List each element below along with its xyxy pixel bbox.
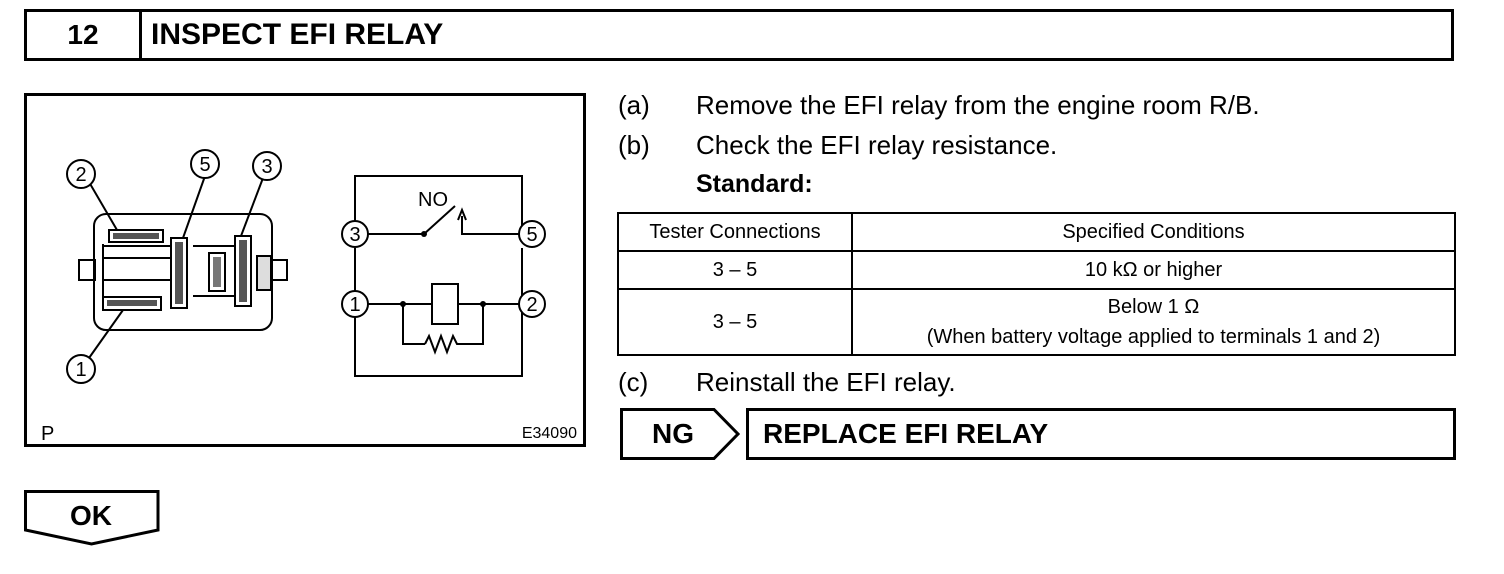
terminal-3-label: 3 xyxy=(261,156,272,178)
terminal-1-callout xyxy=(66,354,96,384)
corner-label: P xyxy=(41,423,54,444)
instruction-text: Reinstall the EFI relay. xyxy=(696,367,956,397)
table-row: 3 – 5 Below 1 Ω (When battery voltage ap… xyxy=(617,288,1456,356)
table-row: 3 – 5 10 kΩ or higher xyxy=(617,250,1456,290)
switch-label: NO xyxy=(418,189,448,211)
step-number: 12 xyxy=(27,12,142,58)
terminal-1-label: 1 xyxy=(75,359,86,381)
table-cell-condition-group: Below 1 Ω (When battery voltage applied … xyxy=(851,288,1456,356)
schematic-frame xyxy=(354,175,523,234)
relay-coil xyxy=(431,283,459,325)
switch-contact xyxy=(423,205,456,235)
step-header: 12 INSPECT EFI RELAY xyxy=(24,9,1454,61)
relay-diagram: 2 5 3 1 3 5 1 2 NO P E34090 xyxy=(41,149,577,444)
table-cell-connection: 3 – 5 xyxy=(617,250,853,290)
ok-tag-shape xyxy=(24,490,160,546)
table-header-row: Tester Connections Specified Conditions xyxy=(617,212,1456,252)
terminal-5-label: 5 xyxy=(199,154,210,176)
ng-label: NG xyxy=(652,418,694,449)
ng-action: REPLACE EFI RELAY xyxy=(746,408,1456,460)
table-cell-note: (When battery voltage applied to termina… xyxy=(926,326,1381,348)
terminal-2-label: 2 xyxy=(75,164,86,186)
schematic-terminal-2-label: 2 xyxy=(526,294,537,316)
table-header: Tester Connections xyxy=(617,212,853,252)
spec-table: Tester Connections Specified Conditions … xyxy=(617,212,1456,356)
schematic-terminal-5-label: 5 xyxy=(526,224,537,246)
schematic-terminal-1-label: 1 xyxy=(349,294,360,316)
coil-resistor xyxy=(424,304,484,355)
table-header: Specified Conditions xyxy=(851,212,1456,252)
step-title: INSPECT EFI RELAY xyxy=(151,18,444,51)
terminal-2-callout xyxy=(66,159,96,189)
instruction-letter: (c) xyxy=(618,367,649,397)
ng-tag-shape xyxy=(620,408,740,460)
instruction-letter: (a) xyxy=(618,90,650,120)
relay-illustration: 2 5 3 1 3 5 1 2 NO P E34090 xyxy=(24,93,586,447)
terminal-5-callout xyxy=(190,149,220,179)
figure-code: E34090 xyxy=(522,425,577,442)
standard-label: Standard: xyxy=(696,170,813,198)
terminal-3-callout xyxy=(252,151,282,181)
instruction-letter: (b) xyxy=(618,130,650,160)
schematic-terminal-3-label: 3 xyxy=(349,224,360,246)
table-cell-condition: Below 1 Ω xyxy=(1107,296,1200,318)
ok-label: OK xyxy=(70,500,112,531)
instruction-text: Remove the EFI relay from the engine roo… xyxy=(696,90,1260,120)
table-cell-connection: 3 – 5 xyxy=(617,288,853,356)
table-cell-condition: 10 kΩ or higher xyxy=(851,250,1456,290)
instruction-text: Check the EFI relay resistance. xyxy=(696,130,1058,160)
